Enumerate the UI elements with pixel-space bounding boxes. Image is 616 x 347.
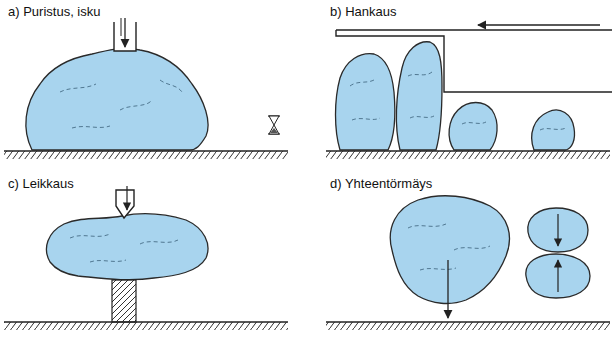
abrasion-figure [336,25,613,150]
panel-label: a) Puristus, isku [8,4,100,20]
compression-figure [26,18,280,150]
panel-label: c) Leikkaus [8,176,74,192]
collision-figure [390,196,590,318]
panel-label: d) Yhteentörmäys [330,176,432,192]
shear-figure [46,186,207,322]
hourglass-symbol [268,116,280,134]
ground [4,151,610,330]
panel-label: b) Hankaus [330,4,396,20]
